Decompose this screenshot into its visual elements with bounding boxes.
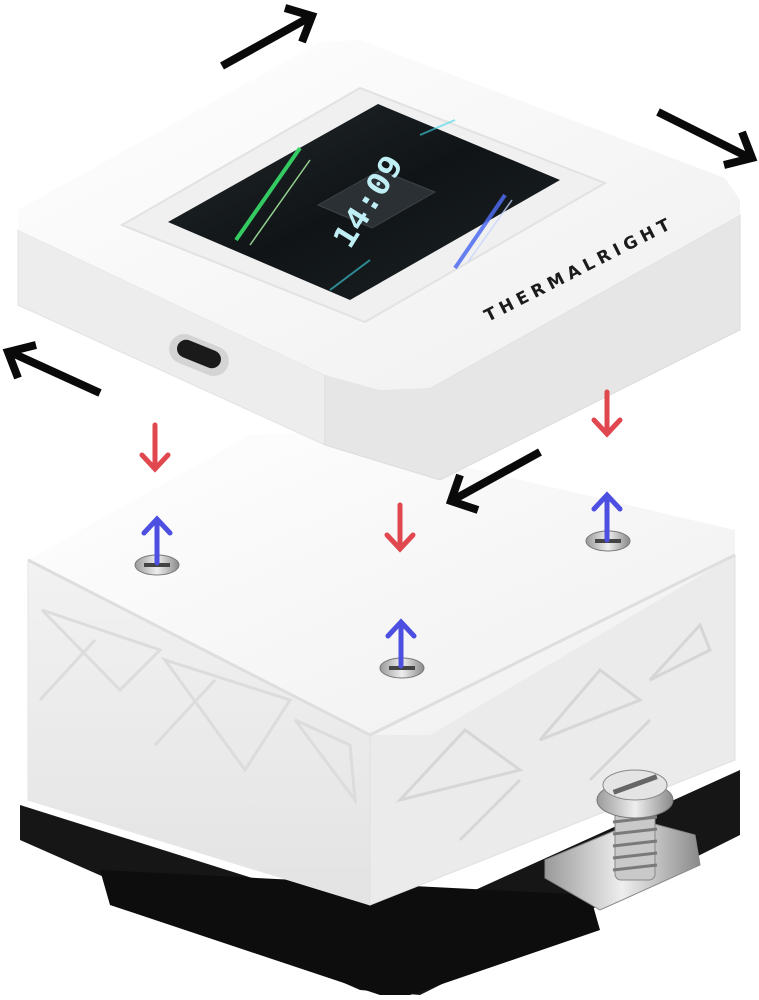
base-block <box>20 432 740 995</box>
down-arrows <box>139 389 623 553</box>
mounting-bracket <box>544 769 701 911</box>
right-face-reliefs <box>395 622 712 842</box>
down-arrow-icon <box>384 502 416 553</box>
rotate-arrow-icon <box>656 108 758 169</box>
down-arrow-icon <box>139 422 171 473</box>
left-face-reliefs <box>38 608 357 806</box>
rotate-arrows <box>2 4 758 514</box>
rotate-arrow-icon <box>220 4 318 70</box>
down-arrow-icon <box>591 389 623 438</box>
usb-c-port-icon <box>169 334 229 376</box>
base-top-face <box>28 432 735 735</box>
screen-cap: 14:09 THERMALRIGHT <box>17 40 741 481</box>
up-arrow-icon <box>141 515 173 566</box>
up-arrows <box>141 491 623 669</box>
lcd-screen: 14:09 <box>168 104 560 300</box>
rotate-arrow-icon <box>2 341 102 397</box>
up-arrow-icon <box>591 491 623 543</box>
rotate-arrow-icon <box>445 448 542 514</box>
up-arrow-icon <box>385 618 417 669</box>
